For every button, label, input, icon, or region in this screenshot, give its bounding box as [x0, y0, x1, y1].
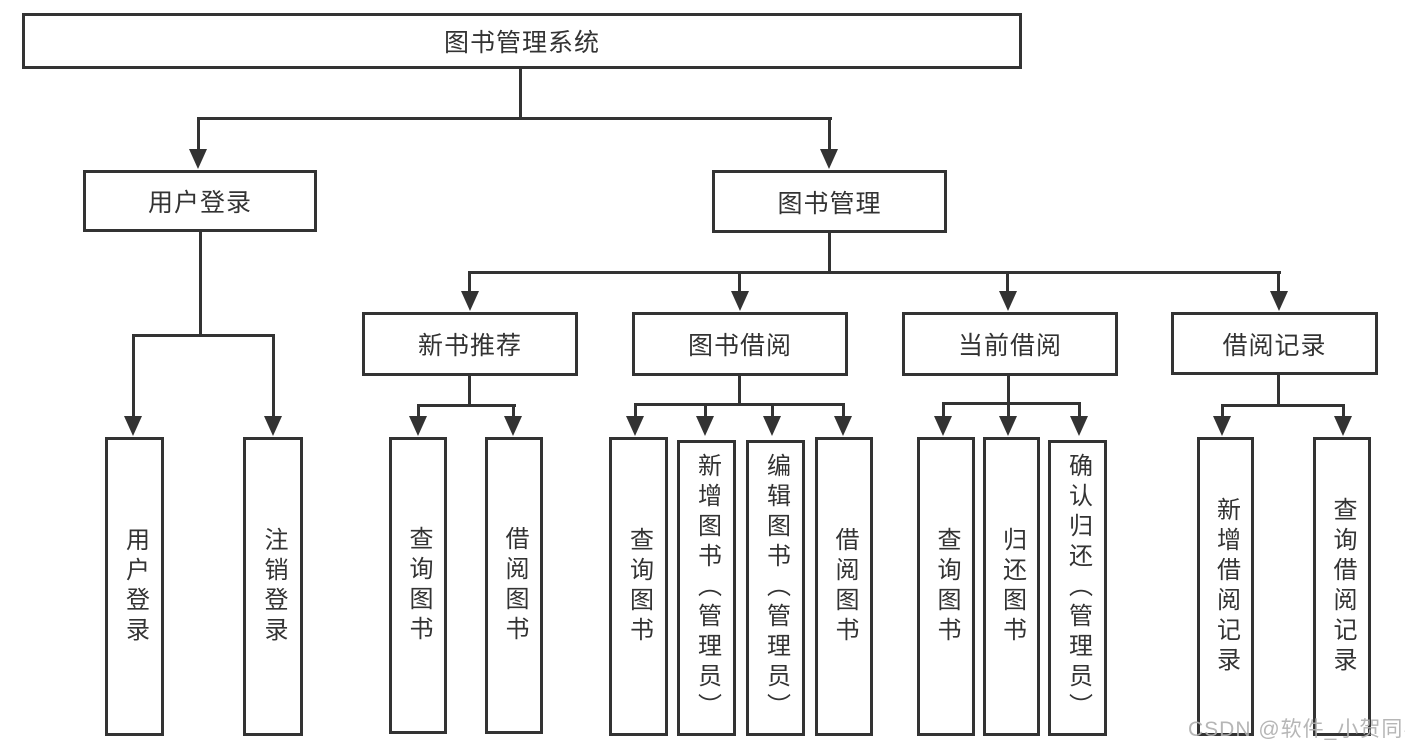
leaf-query-books-borrowing: 查询图书	[609, 437, 668, 736]
connector-line	[468, 271, 471, 293]
connector-line	[738, 271, 741, 293]
arrow-down-icon	[124, 416, 142, 436]
arrow-down-icon	[820, 149, 838, 169]
arrow-down-icon	[626, 416, 644, 436]
node-new-book-recommendation: 新书推荐	[362, 312, 578, 376]
arrow-down-icon	[1334, 416, 1352, 436]
connector-line	[634, 403, 845, 406]
connector-line	[519, 69, 522, 118]
connector-line	[1221, 404, 1345, 407]
connector-line	[468, 271, 1281, 274]
node-book-borrowing: 图书借阅	[632, 312, 848, 376]
connector-line	[1007, 402, 1010, 418]
leaf-add-borrow-record: 新增借阅记录	[1197, 437, 1254, 736]
connector-line	[942, 402, 945, 418]
leaf-logout: 注销登录	[243, 437, 303, 736]
leaf-edit-books-admin: 编辑图书（管理员）	[746, 440, 805, 736]
connector-line	[417, 404, 420, 418]
leaf-borrow-books: 借阅图书	[815, 437, 873, 736]
leaf-return-books: 归还图书	[983, 437, 1040, 736]
connector-line	[132, 334, 275, 337]
connector-line	[197, 117, 200, 151]
leaf-query-books-recommend: 查询图书	[389, 437, 447, 734]
connector-line	[197, 117, 832, 120]
connector-line	[468, 376, 471, 407]
arrow-down-icon	[504, 416, 522, 436]
leaf-borrow-books-recommend: 借阅图书	[485, 437, 543, 734]
connector-line	[1342, 404, 1345, 418]
connector-line	[272, 334, 275, 418]
connector-line	[704, 403, 707, 418]
node-user-login: 用户登录	[83, 170, 317, 232]
connector-line	[1277, 375, 1280, 407]
leaf-query-borrow-record: 查询借阅记录	[1313, 437, 1371, 736]
leaf-confirm-return-admin: 确认归还（管理员）	[1048, 440, 1107, 736]
arrow-down-icon	[409, 416, 427, 436]
arrow-down-icon	[189, 149, 207, 169]
arrow-down-icon	[834, 416, 852, 436]
arrow-down-icon	[731, 291, 749, 311]
arrow-down-icon	[696, 416, 714, 436]
connector-line	[1007, 376, 1010, 405]
connector-line	[1221, 404, 1224, 418]
arrow-down-icon	[1270, 291, 1288, 311]
watermark-text: CSDN @软件_小贺同学	[1188, 718, 1405, 741]
connector-line	[132, 334, 135, 418]
leaf-add-books-admin: 新增图书（管理员）	[677, 440, 736, 736]
arrow-down-icon	[763, 416, 781, 436]
connector-line	[634, 403, 637, 418]
connector-line	[828, 117, 831, 151]
connector-line	[1078, 402, 1081, 418]
arrow-down-icon	[264, 416, 282, 436]
connector-line	[199, 232, 202, 336]
connector-line	[512, 404, 515, 418]
connector-line	[828, 233, 831, 274]
arrow-down-icon	[461, 291, 479, 311]
connector-line	[1277, 271, 1280, 293]
leaf-user-login: 用户登录	[105, 437, 164, 736]
arrow-down-icon	[1213, 416, 1231, 436]
arrow-down-icon	[934, 416, 952, 436]
connector-line	[842, 403, 845, 418]
node-book-management: 图书管理	[712, 170, 947, 233]
connector-line	[1006, 271, 1009, 293]
leaf-query-books-current: 查询图书	[917, 437, 975, 736]
connector-line	[942, 402, 1081, 405]
connector-line	[771, 403, 774, 418]
connector-line	[417, 404, 516, 407]
arrow-down-icon	[999, 291, 1017, 311]
connector-line	[738, 376, 741, 406]
node-borrowing-records: 借阅记录	[1171, 312, 1378, 375]
arrow-down-icon	[1070, 416, 1088, 436]
node-current-borrowing: 当前借阅	[902, 312, 1118, 376]
node-library-system: 图书管理系统	[22, 13, 1022, 69]
arrow-down-icon	[999, 416, 1017, 436]
